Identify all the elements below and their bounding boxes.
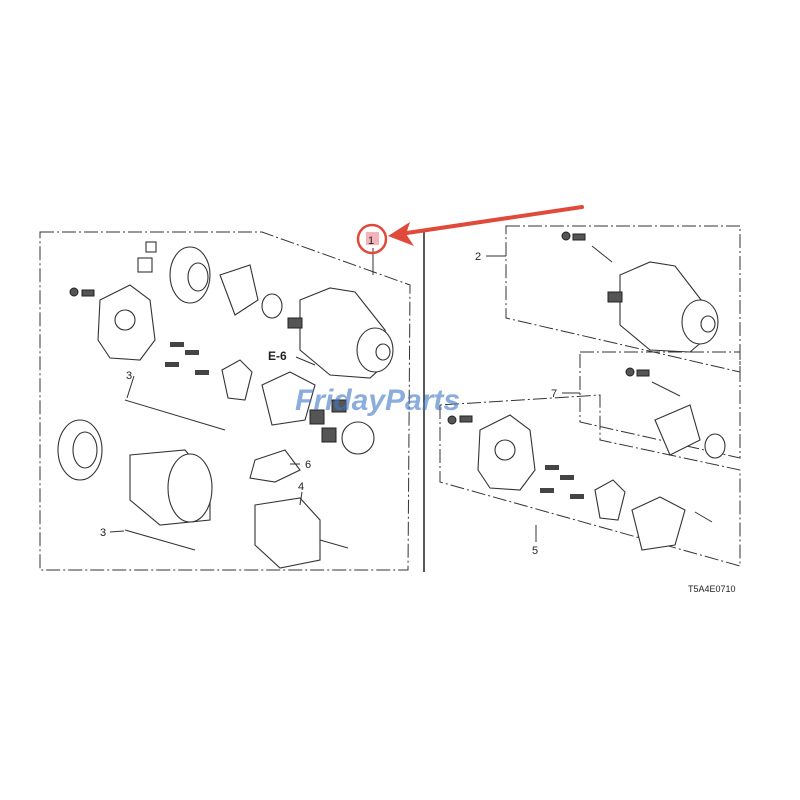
springs	[165, 342, 209, 375]
callout-4[interactable]: 4	[298, 481, 304, 493]
drawing-code: T5A4E0710	[688, 584, 736, 594]
callout-1-highlight	[366, 232, 379, 245]
through-bolt	[124, 529, 196, 551]
callout-7[interactable]: 7	[551, 388, 557, 400]
callout-3a[interactable]: 3	[126, 370, 132, 382]
callout-2[interactable]: 2	[475, 251, 481, 263]
end-cover	[169, 246, 211, 304]
armature	[254, 497, 349, 569]
bracket	[219, 264, 259, 316]
frame-assembly-1	[39, 231, 411, 571]
planetary-gears	[309, 399, 347, 443]
callout-1-circle	[356, 223, 388, 255]
brush-plate	[221, 359, 253, 401]
bushing	[261, 293, 283, 319]
callout-5[interactable]: 5	[532, 545, 538, 557]
yoke	[129, 449, 213, 526]
solenoid-housing	[287, 287, 394, 379]
spring	[81, 289, 95, 297]
cover-6	[249, 449, 301, 483]
gear-plate-2	[631, 496, 686, 551]
bushing-7	[704, 433, 726, 459]
brush-plate-2	[594, 479, 626, 521]
brush-holder-2	[447, 414, 536, 491]
gear-ring	[341, 421, 375, 455]
bolt-5	[694, 511, 713, 523]
solenoid-housing-2	[607, 261, 719, 353]
bracket-7	[654, 404, 701, 456]
reference-e6[interactable]: E-6	[268, 349, 287, 363]
callout-6[interactable]: 6	[305, 459, 311, 471]
leader-lines	[109, 248, 580, 542]
gear-plate	[261, 371, 316, 426]
springs-2	[540, 465, 584, 499]
brush-holder	[97, 241, 157, 361]
red-arrow	[388, 205, 584, 246]
callout-3b[interactable]: 3	[100, 527, 106, 539]
nut	[69, 287, 79, 297]
field-ring	[57, 419, 103, 481]
through-bolt	[124, 399, 226, 431]
watermark-logo: FridayParts	[295, 384, 460, 417]
plunger-parts	[561, 231, 681, 397]
frame-assembly-5	[439, 394, 741, 567]
callout-1[interactable]: 1	[368, 235, 374, 247]
